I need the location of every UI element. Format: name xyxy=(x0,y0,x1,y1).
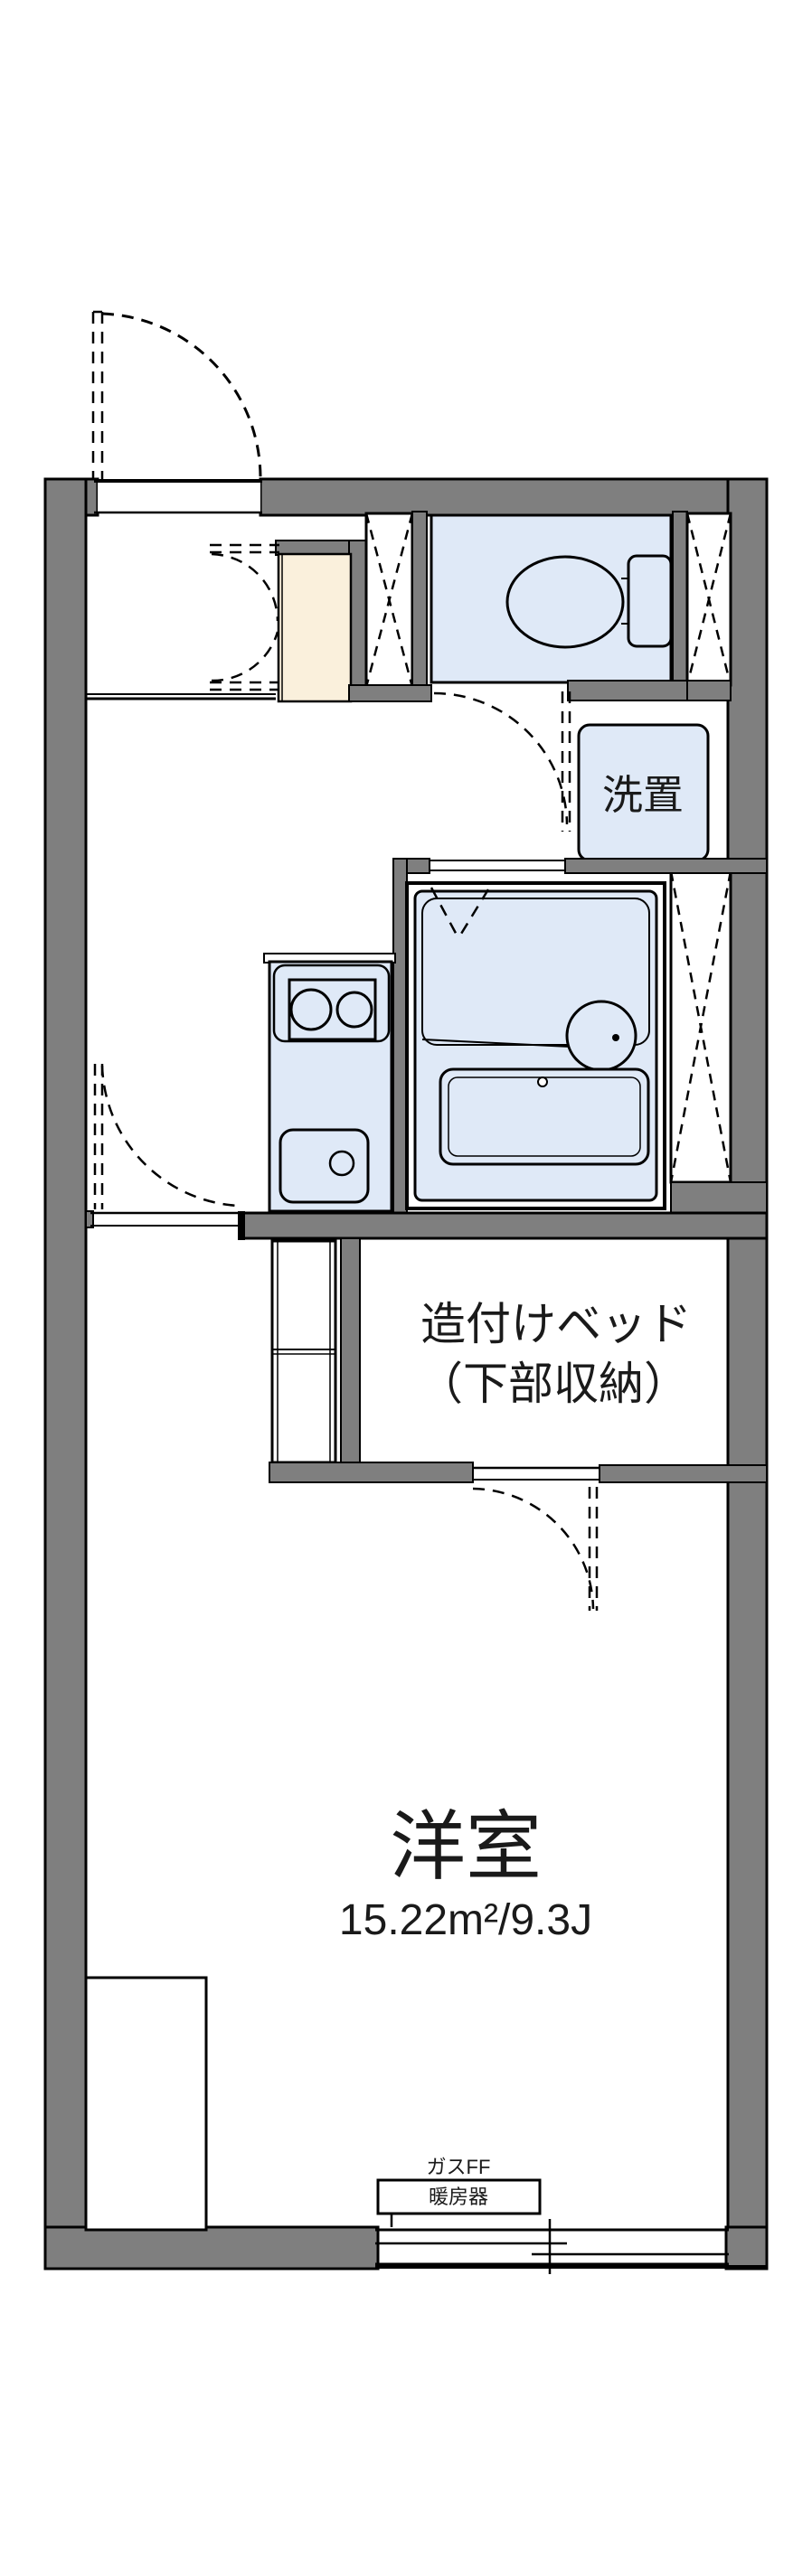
bathtub-drain-dot xyxy=(537,1076,548,1087)
room-area-label: 15.22m²/9.3J xyxy=(339,1896,592,1944)
bed-bottom-wall-right xyxy=(599,1464,768,1483)
kitchen xyxy=(263,953,396,1213)
shaft1-right-bar xyxy=(411,511,428,690)
left-wall xyxy=(43,477,88,2270)
bottom-wall-left xyxy=(43,2225,380,2270)
toilet-bottom-wall xyxy=(567,680,688,701)
sink-drain-icon xyxy=(328,1150,355,1177)
toilet-room xyxy=(430,513,688,832)
bath-walls xyxy=(392,858,768,1217)
kitchen-sink xyxy=(279,1128,370,1204)
west-door-arc xyxy=(100,1065,239,1208)
bed-door-arc xyxy=(472,1487,595,1610)
shaft-x-icon xyxy=(685,512,732,686)
shaft1-bottom-wall xyxy=(348,684,432,702)
toilet-door-leaf xyxy=(561,691,571,832)
shaft-x-icon xyxy=(364,512,414,688)
bottom-wall-corner xyxy=(724,2225,769,2270)
bed-label-line1: 造付けベッド xyxy=(420,1299,692,1349)
entrance-door-arc xyxy=(101,312,262,478)
shaft3-bottom-wall xyxy=(670,1181,768,1216)
heater-box-label: 暖房器 xyxy=(429,2186,488,2208)
washer-label: 洗置 xyxy=(602,772,684,818)
kitchen-counter xyxy=(268,960,393,1213)
kitchen-bath-wall xyxy=(392,858,408,1217)
bed-area: 造付けベッド （下部収納） xyxy=(269,1237,768,1611)
door-stub xyxy=(85,1210,94,1228)
room-name-label: 洋室 xyxy=(390,1804,542,1889)
western-room: 洋室 15.22m²/9.3J xyxy=(84,1804,592,2232)
bed-shelf xyxy=(270,1239,337,1464)
toilet-bowl-icon xyxy=(505,555,625,649)
stove-burner-right-icon xyxy=(335,991,373,1029)
unit-bath xyxy=(405,881,666,1210)
bed-bottom-wall-left xyxy=(269,1462,474,1483)
heater-and-window: ガスFF 暖房器 xyxy=(375,2156,729,2274)
toilet-door-arc xyxy=(433,691,569,825)
toilet-shaft-bar xyxy=(672,511,688,686)
stove-burner-left-icon xyxy=(289,988,333,1031)
bath-basin-icon xyxy=(565,1000,637,1072)
entrance xyxy=(86,310,276,700)
mid-horizontal-wall xyxy=(238,1211,769,1240)
closet-door-arc-top xyxy=(211,552,279,622)
shaft-windows xyxy=(348,511,768,1216)
stove-inner xyxy=(288,978,377,1041)
bathtub-icon xyxy=(439,1067,650,1166)
top-wall-right xyxy=(259,477,769,517)
entrance-opening xyxy=(98,483,260,512)
closet-door-arc-bottom xyxy=(211,631,279,682)
middle-wall xyxy=(85,1064,769,1240)
closet-floor xyxy=(277,552,353,703)
right-wall xyxy=(726,477,769,2270)
bath-door-swing-icon xyxy=(430,887,490,939)
outer-walls xyxy=(43,477,769,2270)
closet-door-leaves xyxy=(210,543,279,691)
bed-label-line2: （下部収納） xyxy=(418,1359,689,1409)
toilet-connectors xyxy=(621,578,628,625)
washer-space: 洗置 xyxy=(577,723,710,862)
shoe-closet xyxy=(210,540,368,703)
heater-box xyxy=(376,2178,542,2215)
shaft-x-icon xyxy=(669,870,732,1183)
stove-outer xyxy=(272,964,391,1043)
heater-caption-label: ガスFF xyxy=(427,2156,491,2178)
entrance-door-leaf xyxy=(91,310,104,479)
toilet-tank-icon xyxy=(627,554,673,648)
bed-door-leaf xyxy=(588,1487,599,1611)
bath-basin-faucet-dot xyxy=(612,1034,619,1041)
room-corner-box xyxy=(84,1976,208,2232)
west-door-leaf xyxy=(93,1064,104,1209)
bath-top-wall-right xyxy=(564,858,768,874)
door-jamb-block xyxy=(238,1211,245,1240)
bath-divider-line xyxy=(421,1039,571,1048)
bed-partition-wall xyxy=(340,1237,361,1468)
